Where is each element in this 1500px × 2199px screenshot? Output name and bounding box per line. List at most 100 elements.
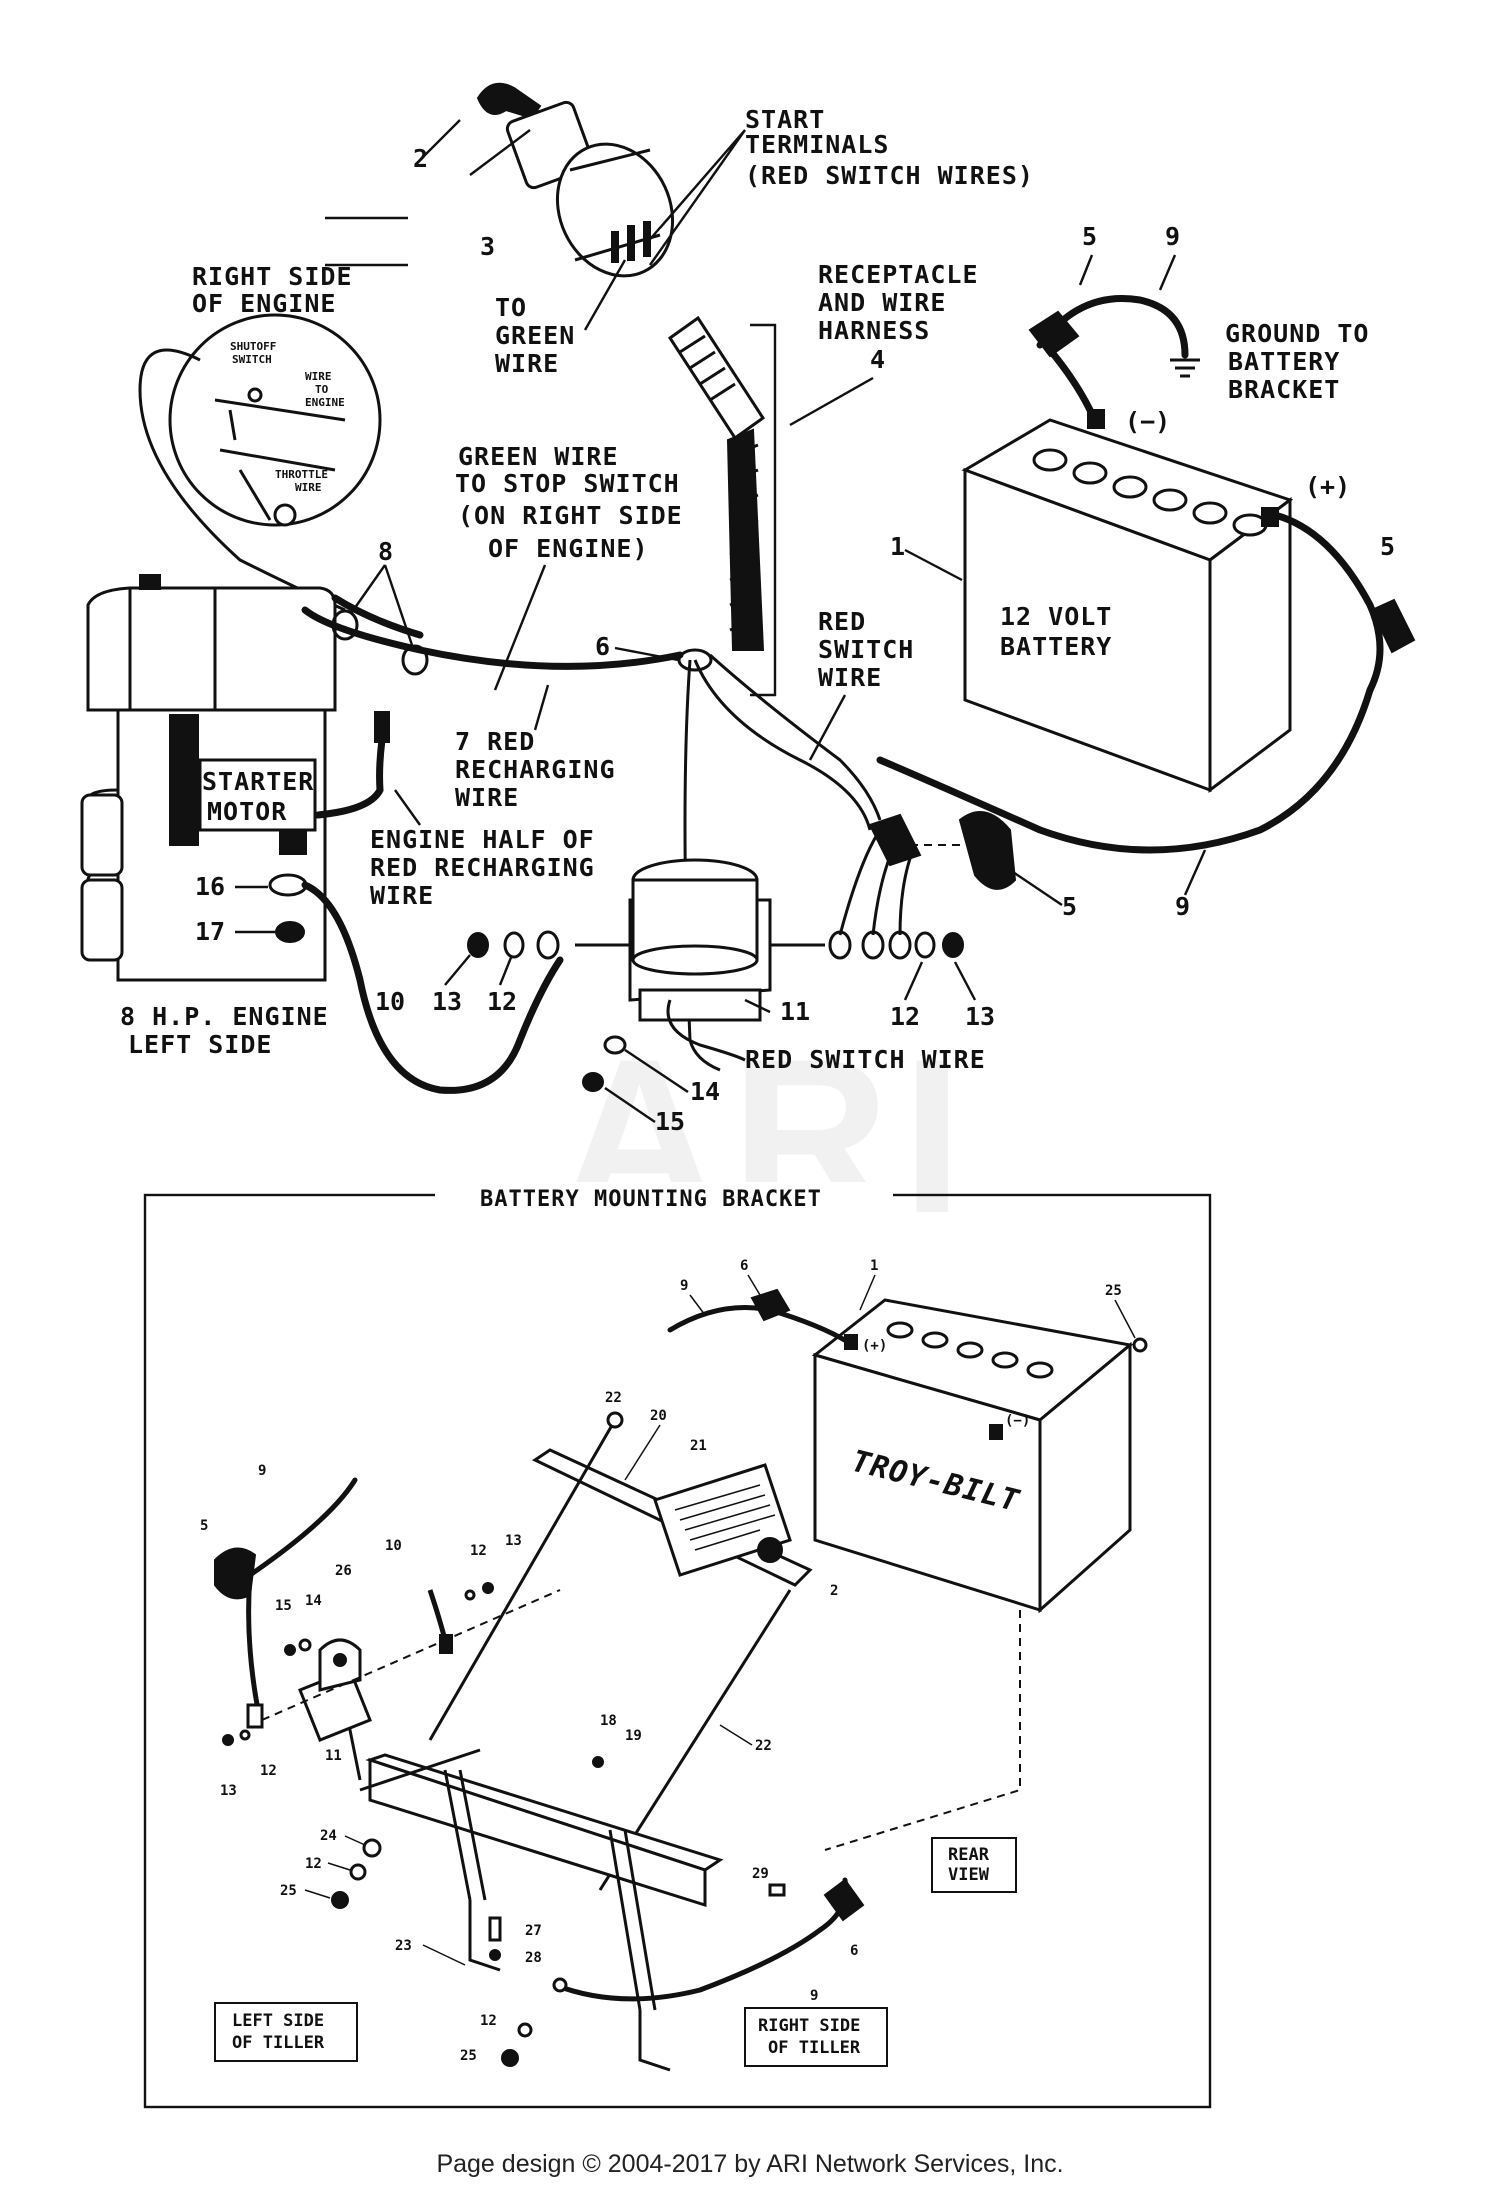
bracket-title: BATTERY MOUNTING BRACKET [480,1187,822,1212]
label-to-green-wire-2: GREEN [495,321,575,350]
cable-10-bottom [427,1589,448,1641]
rear-view-2: VIEW [948,1865,990,1885]
part-14-washer [603,1035,627,1055]
harness-bracket [750,323,777,697]
b-callout-12a: 12 [470,1543,487,1559]
red-switch-wire-upper [693,659,872,831]
label-red-switch-top-3: WIRE [818,663,882,692]
inset-wire-3: ENGINE [305,396,345,409]
terminal-ring-right-3 [888,930,912,960]
b-callout-2: 2 [830,1583,838,1599]
b-callout-13b: 13 [220,1783,237,1799]
nut-13-left [467,932,489,958]
b-callout-1: 1 [870,1258,878,1274]
warning-decal [653,1463,792,1577]
b-callout-12c: 12 [305,1856,322,1872]
label-green-wire-3: (ON RIGHT SIDE [458,501,683,530]
rear-view-box [931,1837,1017,1893]
washer-14-bottom [298,1638,312,1652]
washer-12d [517,2022,533,2038]
harness-branch [708,653,882,821]
label-right-side-engine-2: OF ENGINE [192,289,336,318]
label-battery-2: BATTERY [1000,632,1112,661]
cable-10 [301,881,564,1094]
right-tiller-1: RIGHT SIDE [758,2016,860,2036]
callout-8: 8 [378,537,393,566]
nut-25b [331,1891,349,1909]
ignition-key [476,82,542,120]
inset-wire-2: TO [315,383,329,396]
b-callout-12b: 12 [260,1763,277,1779]
callout-9-cable-leader [1183,849,1207,896]
b-callout-20: 20 [650,1408,667,1424]
solenoid-left-leaders [444,954,514,986]
label-battery-1: 12 VOLT [1000,602,1112,631]
bolt-29 [768,1883,786,1897]
boot-6-right [823,1878,865,1922]
callout-1-leader [904,548,963,582]
nut-28 [489,1949,501,1961]
label-to-green-wire-1: TO [495,293,527,322]
label-to-green-wire-3: WIRE [495,349,559,378]
terminal-ring-right-2 [861,930,885,960]
battery-bottom [811,1298,1134,1614]
part-16-washer [268,873,308,897]
harness-leader [789,376,874,427]
rear-dash-line [824,1610,1021,1851]
label-ground-2: BATTERY [1228,347,1340,376]
bolt-27 [488,1916,502,1942]
rear-view-1: REAR [948,1845,990,1865]
b-callout-13a: 13 [505,1533,522,1549]
label-engine-half-3: WIRE [370,881,434,910]
boot-5-left [214,1547,257,1600]
label-receptacle-1: RECEPTACLE [818,260,979,289]
left-tiller-1: LEFT SIDE [232,2011,324,2031]
inset-throttle-2: WIRE [295,481,322,494]
callout-11-top: 11 [780,997,810,1026]
b-callout-12d: 12 [480,2013,497,2029]
ring-9-right [552,1977,568,1993]
label-engine-left-2: LEFT SIDE [128,1030,272,1059]
inset-throttle-1: THROTTLE [275,468,328,481]
terminal-10-bottom [439,1634,453,1654]
copyright-footer: Page design © 2004-2017 by ARI Network S… [436,2150,1064,2178]
b-callout-22a: 22 [605,1390,622,1406]
callout-3: 3 [480,232,495,261]
b-callout-19: 19 [625,1728,642,1744]
engine-body [80,574,337,982]
main-harness-wire [301,606,684,670]
inset-shutoff-1: SHUTOFF [230,340,276,353]
b-callout-18: 18 [600,1713,617,1729]
b-callout-6a: 6 [740,1258,748,1274]
b-callout-9a: 9 [680,1278,688,1294]
b-callout-9c: 9 [810,1988,818,2004]
callout-13-right: 13 [965,1002,995,1031]
label-pos: (+) [1305,472,1350,501]
b-callout-6b: 6 [850,1943,858,1959]
label-start-terminals-1: START [745,105,825,134]
callout-13-left: 13 [432,987,462,1016]
cable-9-right [552,1877,849,2002]
start-terminals-leader [644,129,746,266]
red-recharging-leader [533,684,550,731]
bat-pos-label: (+) [862,1338,887,1354]
bracket-assembly [338,1419,813,2072]
b-callout-10: 10 [385,1538,402,1554]
b-callout-15: 15 [275,1598,292,1614]
bracket-title-bg [435,1182,893,1212]
b-callout-25b: 25 [280,1883,297,1899]
callout-1-top: 1 [890,532,905,561]
right-tiller-2: OF TILLER [768,2038,861,2058]
starter-bolt [279,829,307,855]
positive-cable [876,511,1384,854]
bolt-24 [362,1838,382,1858]
label-red-switch-top-2: SWITCH [818,635,914,664]
wire-clip-b [401,644,429,676]
inset-wire-1: WIRE [305,370,332,383]
b-callout-11: 11 [325,1748,342,1764]
label-start-terminals-3: (RED SWITCH WIRES) [745,161,1034,190]
callout-16-17-leaders [235,885,275,934]
callout-6: 6 [595,632,610,661]
callout-9-cable: 9 [1175,892,1190,921]
header-dashes [325,216,408,267]
